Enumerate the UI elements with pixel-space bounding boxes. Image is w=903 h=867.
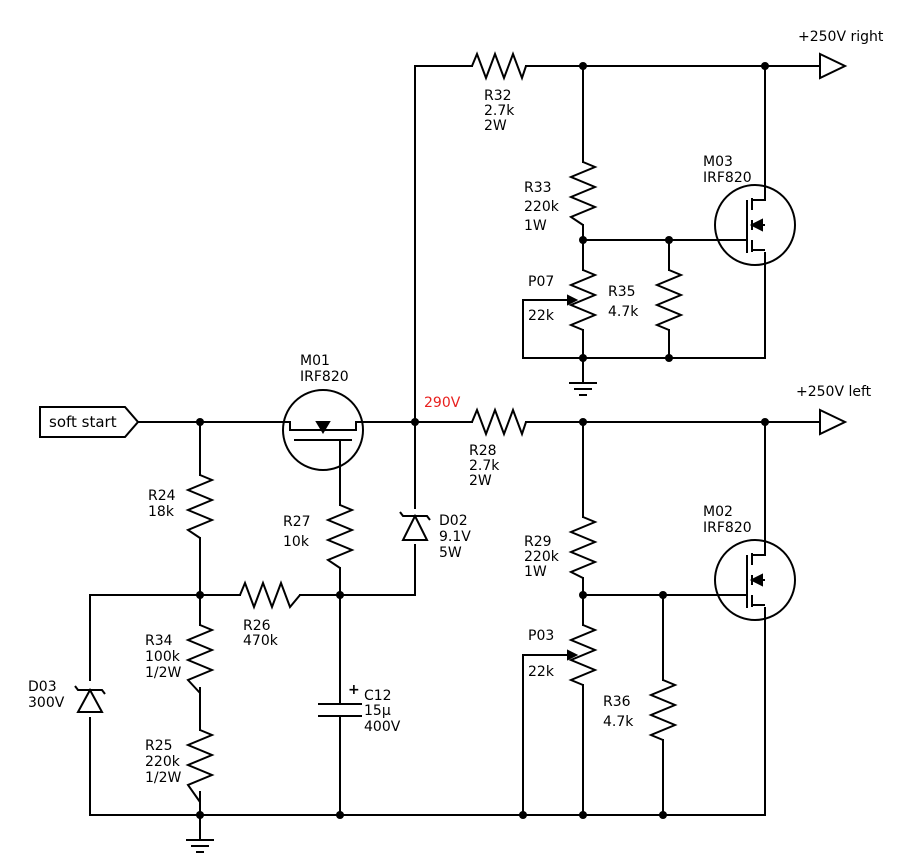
mosfet-m02: M02 IRF820 bbox=[703, 504, 796, 621]
r34-ref: R34 bbox=[145, 633, 173, 649]
resistor-r32: R32 2.7k 2W bbox=[471, 51, 527, 134]
port-out-right: +250V right bbox=[798, 29, 884, 80]
c12-polarity: + bbox=[348, 682, 360, 698]
r26-value: 470k bbox=[243, 633, 279, 649]
resistor-r24: R24 18k bbox=[148, 474, 215, 539]
c12-ref: C12 bbox=[364, 688, 392, 704]
ground-symbol-right bbox=[569, 382, 597, 396]
r34-value: 100k bbox=[145, 649, 181, 665]
port-out-left-label: +250V left bbox=[796, 384, 872, 400]
m01-ref: M01 bbox=[300, 353, 330, 369]
mosfet-m03: M03 IRF820 bbox=[703, 154, 796, 266]
port-soft-start-label: soft start bbox=[49, 413, 117, 431]
junctions bbox=[196, 62, 769, 819]
r28-ref: R28 bbox=[469, 443, 497, 459]
r27-ref: R27 bbox=[283, 514, 311, 530]
r35-ref: R35 bbox=[608, 284, 636, 300]
potentiometer-p07: P07 22k bbox=[528, 269, 598, 331]
mosfet-m01: M01 IRF820 bbox=[282, 353, 364, 471]
r28-value: 2.7k bbox=[469, 458, 500, 474]
p03-ref: P03 bbox=[528, 628, 554, 644]
r29-rating: 1W bbox=[524, 564, 547, 580]
port-out-right-label: +250V right bbox=[798, 29, 884, 45]
m03-ref: M03 bbox=[703, 154, 733, 170]
r34-rating: 1/2W bbox=[145, 665, 182, 681]
d03-value: 300V bbox=[28, 695, 65, 711]
r32-ref: R32 bbox=[484, 88, 512, 104]
r33-ref: R33 bbox=[524, 180, 552, 196]
r27-value: 10k bbox=[283, 534, 310, 550]
net-label-290v: 290V bbox=[424, 395, 461, 411]
d02-ref: D02 bbox=[439, 513, 468, 529]
r29-ref: R29 bbox=[524, 534, 552, 550]
c12-value: 15µ bbox=[364, 703, 391, 719]
r35-value: 4.7k bbox=[608, 304, 639, 320]
m02-value: IRF820 bbox=[703, 520, 752, 536]
resistor-r28: R28 2.7k 2W bbox=[469, 407, 527, 489]
r36-value: 4.7k bbox=[603, 714, 634, 730]
r36-ref: R36 bbox=[603, 694, 631, 710]
c12-rating: 400V bbox=[364, 719, 401, 735]
m01-value: IRF820 bbox=[300, 369, 349, 385]
resistor-r35: R35 4.7k bbox=[608, 269, 684, 331]
r28-rating: 2W bbox=[469, 473, 492, 489]
r25-value: 220k bbox=[145, 754, 181, 770]
capacitor-c12: + C12 15µ 400V bbox=[318, 682, 401, 735]
r25-ref: R25 bbox=[145, 738, 173, 754]
r33-rating: 1W bbox=[524, 218, 547, 234]
resistor-r33: R33 220k 1W bbox=[524, 161, 598, 234]
m03-value: IRF820 bbox=[703, 170, 752, 186]
zener-diode-d03: D03 300V bbox=[28, 679, 106, 713]
p03-value: 22k bbox=[528, 664, 555, 680]
r29-value: 220k bbox=[524, 549, 560, 565]
resistor-r26: R26 470k bbox=[239, 580, 301, 649]
m02-ref: M02 bbox=[703, 504, 733, 520]
resistor-r29: R29 220k 1W bbox=[524, 516, 598, 580]
r26-ref: R26 bbox=[243, 618, 271, 634]
resistor-r27: R27 10k bbox=[283, 504, 355, 569]
r32-rating: 2W bbox=[484, 118, 507, 134]
d02-rating: 5W bbox=[439, 545, 462, 561]
d02-value: 9.1V bbox=[439, 529, 471, 545]
potentiometer-p03: P03 22k bbox=[528, 624, 598, 686]
r24-value: 18k bbox=[148, 504, 175, 520]
zener-diode-d02: D02 9.1V 5W bbox=[399, 511, 471, 561]
resistor-r34: R34 100k 1/2W bbox=[145, 624, 215, 694]
p07-value: 22k bbox=[528, 308, 555, 324]
r24-ref: R24 bbox=[148, 488, 176, 504]
resistor-r36: R36 4.7k bbox=[603, 679, 678, 741]
port-out-left: +250V left bbox=[796, 384, 872, 436]
ground-symbol-left bbox=[186, 839, 214, 853]
port-soft-start: soft start bbox=[39, 406, 140, 438]
p07-ref: P07 bbox=[528, 274, 554, 290]
resistor-r25: R25 220k 1/2W bbox=[145, 729, 215, 803]
r25-rating: 1/2W bbox=[145, 770, 182, 786]
r32-value: 2.7k bbox=[484, 103, 515, 119]
r33-value: 220k bbox=[524, 199, 560, 215]
d03-ref: D03 bbox=[28, 679, 57, 695]
